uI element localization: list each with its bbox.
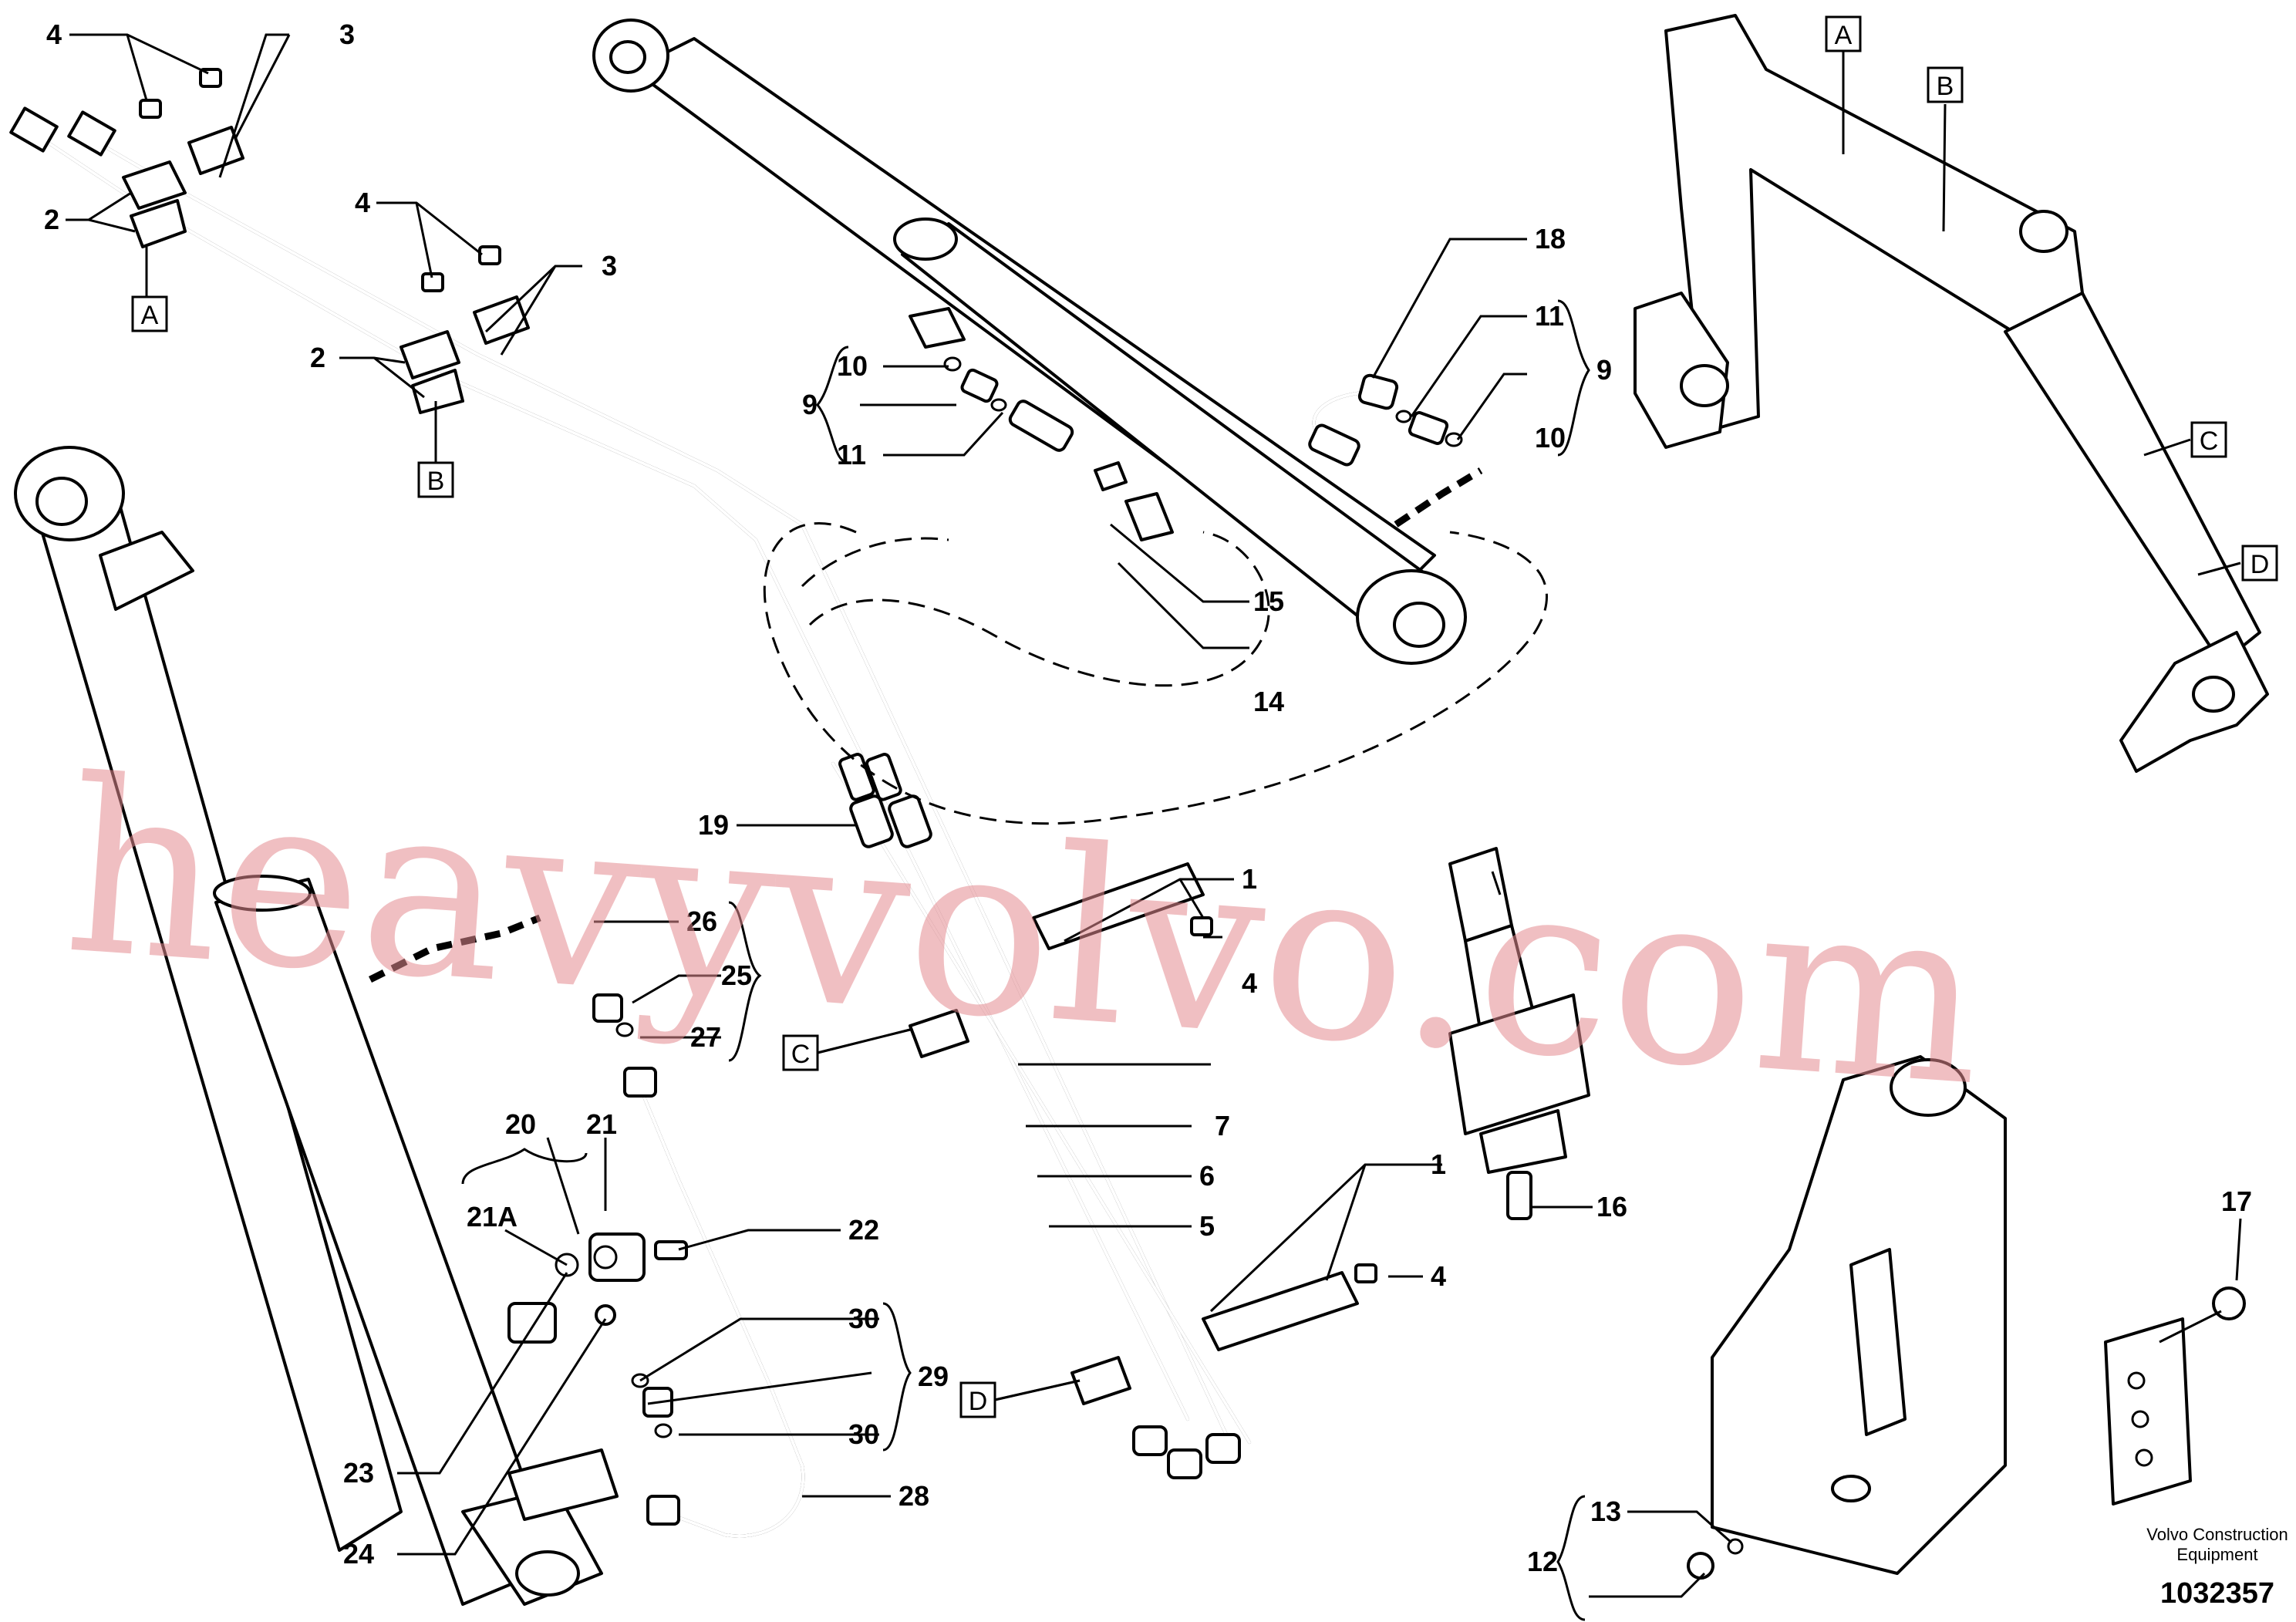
ref-box-a: A <box>131 295 168 332</box>
callout-6: 6 <box>1199 1160 1215 1192</box>
callout-25: 25 <box>721 959 752 991</box>
stick-cylinder <box>592 19 1467 665</box>
valve-block <box>2104 1286 2246 1506</box>
fitting-group-right <box>1308 373 1463 467</box>
callout-27: 27 <box>690 1021 721 1053</box>
callout-5: 5 <box>1199 1210 1215 1242</box>
fitting-group-left <box>943 356 1128 491</box>
ref-box-d: D <box>959 1381 996 1418</box>
fitting-group-lower <box>507 993 805 1538</box>
callout-23: 23 <box>343 1457 374 1489</box>
callout-20: 20 <box>505 1108 536 1140</box>
callout-18: 18 <box>1535 223 1566 255</box>
callout-17: 17 <box>2221 1185 2252 1217</box>
callout-16: 16 <box>1596 1191 1627 1222</box>
bolts <box>139 68 1377 1283</box>
reference-boxes: A B C D A B C D <box>131 15 2278 1418</box>
svg-text:B: B <box>1937 72 1954 101</box>
svg-text:C: C <box>2200 427 2219 456</box>
callout-11: 11 <box>1535 300 1564 332</box>
leader-lines <box>66 33 2242 1598</box>
callout-19: 19 <box>698 809 729 841</box>
title-block: Volvo Construction Equipment 1032357 <box>2146 1525 2288 1610</box>
ref-box-d-overview: D <box>2241 545 2278 582</box>
ref-box-b-overview: B <box>1927 66 1964 103</box>
brackets <box>461 299 1590 1621</box>
svg-text:C: C <box>791 1040 811 1069</box>
callout-21: 21 <box>586 1108 617 1140</box>
ref-box-b: B <box>417 461 454 498</box>
callout-15: 15 <box>1253 585 1284 617</box>
ref-box-c: C <box>782 1034 819 1071</box>
svg-text:D: D <box>969 1387 988 1416</box>
callout-4: 4 <box>355 187 370 218</box>
callout-9: 9 <box>1596 354 1612 386</box>
callout-10: 10 <box>1535 422 1566 454</box>
svg-text:D: D <box>2250 550 2270 579</box>
callout-21a: 21A <box>467 1201 518 1233</box>
callout-22: 22 <box>848 1214 879 1246</box>
hydraulic-tank <box>1687 1055 2007 1580</box>
svg-text:B: B <box>427 467 445 496</box>
callout-3: 3 <box>339 19 355 50</box>
callout-9: 9 <box>802 389 818 420</box>
callout-14: 14 <box>1253 686 1284 717</box>
hose-route-outline <box>763 522 1548 825</box>
callout-3: 3 <box>602 250 617 282</box>
document-number: 1032357 <box>2160 1577 2274 1610</box>
ref-box-a-overview: A <box>1825 15 1862 52</box>
callout-12: 12 <box>1527 1546 1558 1577</box>
callout-7: 7 <box>1215 1110 1230 1141</box>
arm-overview <box>1633 14 2269 773</box>
callout-30: 30 <box>848 1418 879 1450</box>
hose-boom-dashed <box>368 914 541 983</box>
callout-labels: 4 3 2 4 3 2 10 9 11 15 14 18 11 9 10 19 … <box>44 19 2252 1577</box>
joystick <box>1448 847 1590 1220</box>
svg-text:A: A <box>141 301 159 330</box>
callout-4: 4 <box>46 19 62 50</box>
credit-line-2: Equipment <box>2176 1545 2257 1564</box>
callout-26: 26 <box>686 905 717 937</box>
callout-28: 28 <box>899 1480 929 1512</box>
pipe-clamps <box>122 126 1359 1405</box>
callout-24: 24 <box>343 1538 374 1570</box>
hose-stick-dashed <box>1394 467 1483 528</box>
svg-text:A: A <box>1835 21 1853 50</box>
callout-30: 30 <box>848 1303 879 1334</box>
callout-4: 4 <box>1242 967 1257 999</box>
callout-13: 13 <box>1590 1496 1621 1527</box>
callout-2: 2 <box>44 204 59 235</box>
callout-11: 11 <box>837 439 866 470</box>
callout-4: 4 <box>1431 1260 1446 1292</box>
callout-10: 10 <box>837 350 868 382</box>
callout-1: 1 <box>1242 863 1257 895</box>
ref-box-c-overview: C <box>2190 421 2227 458</box>
callout-29: 29 <box>918 1361 949 1392</box>
callout-1: 1 <box>1431 1148 1446 1180</box>
credit-line-1: Volvo Construction <box>2146 1525 2288 1544</box>
callout-2: 2 <box>310 342 325 373</box>
